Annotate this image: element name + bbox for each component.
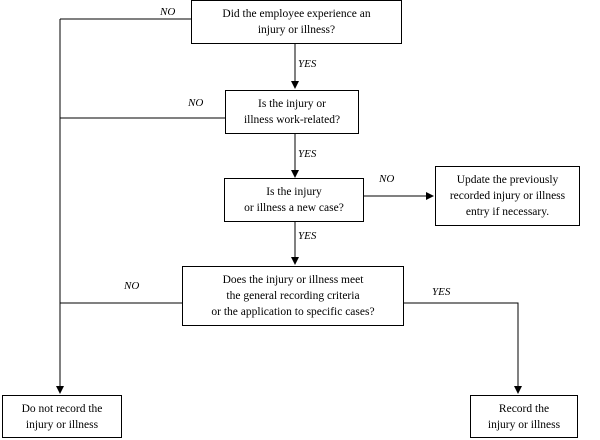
do-not-record-box: Do not record the injury or illness [2, 395, 122, 438]
yes-label-criteria: YES [432, 286, 451, 298]
question-new-case-box: Is the injury or illness a new case? [224, 178, 364, 222]
no-label-work-related: NO [188, 97, 204, 109]
no-label-criteria: NO [124, 280, 140, 292]
no-label-new-case: NO [379, 173, 395, 185]
question-recording-criteria-box: Does the injury or illness meet the gene… [182, 266, 404, 326]
question-injury-or-illness-box: Did the employee experience an injury or… [191, 0, 402, 44]
yes-label-work-related: YES [298, 148, 317, 160]
question-work-related-box: Is the injury or illness work-related? [225, 90, 359, 134]
no-label-injury: NO [160, 6, 176, 18]
record-box: Record the injury or illness [470, 395, 578, 438]
arrow-criteria-to-record [404, 302, 522, 394]
yes-label-injury: YES [298, 58, 317, 70]
yes-label-new-case: YES [298, 230, 317, 242]
update-previous-entry-box: Update the previously recorded injury or… [435, 166, 580, 226]
